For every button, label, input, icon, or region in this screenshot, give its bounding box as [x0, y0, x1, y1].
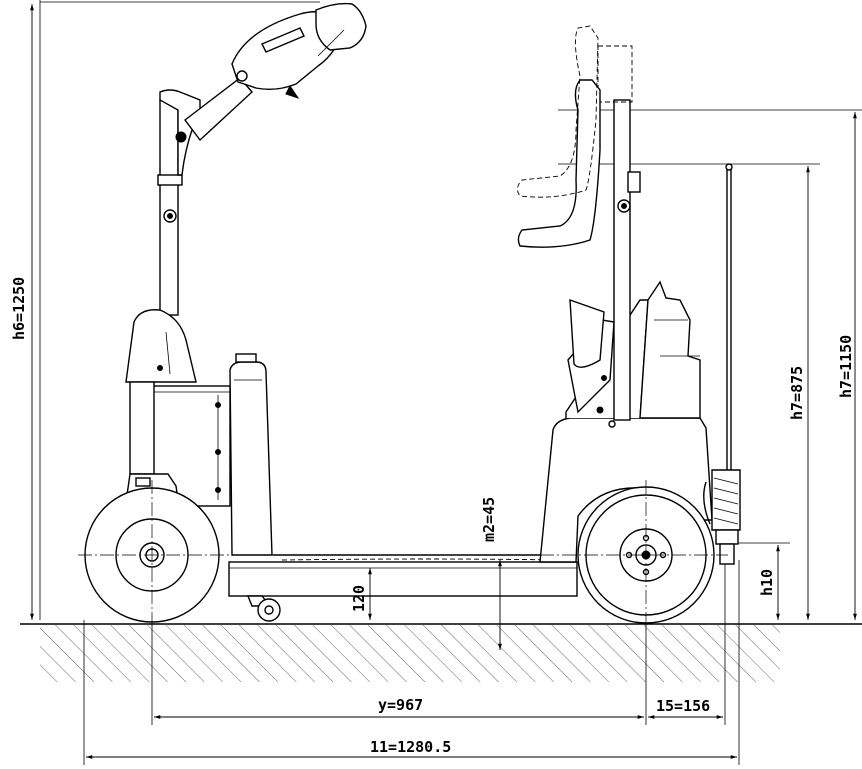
- label-backrest-height: h7=1150: [837, 335, 855, 398]
- handlebar: [184, 2, 367, 142]
- label-platform-height: 120: [350, 585, 368, 612]
- label-rear-overhang: 15=156: [656, 697, 710, 715]
- label-overall-length: 11=1280.5: [370, 738, 451, 756]
- center-lines: [78, 480, 728, 630]
- seat-assembly: [517, 25, 641, 421]
- ground: [20, 623, 862, 682]
- caster-wheel: [246, 595, 281, 622]
- front-cowl: [125, 309, 197, 475]
- tow-hitch: [703, 163, 741, 565]
- steering-column: [157, 89, 201, 316]
- label-floor-height: m2=45: [480, 497, 498, 542]
- dimension-lines: [30, 4, 857, 759]
- label-seat-height: h7=875: [788, 366, 806, 420]
- chassis-platform: [228, 554, 578, 597]
- label-coupling-height: h10: [758, 569, 776, 596]
- front-tank: [229, 353, 273, 556]
- label-wheelbase: y=967: [378, 696, 423, 714]
- label-overall-height: h6=1250: [10, 277, 28, 340]
